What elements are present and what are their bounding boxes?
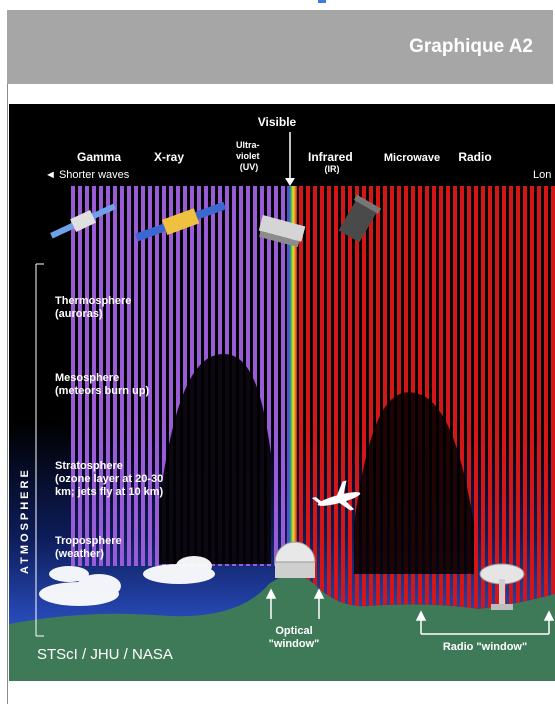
red-stripe [299, 186, 303, 626]
layer-label-thermosphere: Thermosphere(auroras) [55, 295, 131, 320]
red-stripe [446, 186, 450, 626]
band-label-ir: Infrared (IR) [308, 150, 356, 174]
red-stripe [334, 186, 338, 626]
purple-stripe [253, 186, 257, 566]
red-stripe [355, 186, 359, 626]
radio-window-label: Radio "window" [443, 641, 527, 653]
red-stripe [509, 186, 513, 626]
red-stripe [320, 186, 324, 626]
purple-stripe [267, 186, 271, 566]
red-stripe [348, 186, 352, 626]
red-stripe [439, 186, 443, 626]
red-stripe [495, 186, 499, 626]
purple-stripe [141, 186, 145, 566]
visible-band [287, 186, 297, 626]
figure-canvas: Visible Gamma X-ray Ultra- violet (UV) I… [9, 104, 555, 681]
purple-stripe [169, 186, 173, 566]
purple-stripe [113, 186, 117, 566]
red-stripe [551, 186, 555, 626]
band-label-microwave: Microwave [384, 152, 440, 164]
shorter-waves-label: ◄ Shorter waves [45, 169, 130, 181]
absorption-shadow-uv [159, 354, 271, 564]
red-stripe [516, 186, 520, 626]
atmosphere-label: ATMOSPHERE [19, 467, 31, 574]
red-stripe [369, 186, 373, 626]
purple-stripe [162, 186, 166, 566]
purple-stripe [274, 186, 278, 566]
purple-stripe [71, 186, 75, 566]
clouds [39, 556, 215, 606]
band-label-xray: X-ray [154, 150, 184, 164]
purple-stripe [134, 186, 138, 566]
red-stripe [327, 186, 331, 626]
band-label-uv: Ultra- violet (UV) [236, 140, 262, 172]
red-stripe [502, 186, 506, 626]
purple-stripe [78, 186, 82, 566]
red-stripe [306, 186, 310, 626]
red-stripe [362, 186, 366, 626]
ir-telescope-icon [338, 194, 382, 243]
red-stripe [341, 186, 345, 626]
spectrum-atmosphere-figure: Visible Gamma X-ray Ultra- violet (UV) I… [9, 104, 555, 681]
purple-stripe [99, 186, 103, 566]
purple-stripe [260, 186, 264, 566]
layer-label-mesosphere: Mesosphere(meteors burn up) [55, 372, 149, 397]
page-title: Graphique A2 [409, 36, 533, 57]
purple-stripe [106, 186, 110, 566]
optical-window-marker [265, 588, 325, 619]
purple-stripe [176, 186, 180, 566]
purple-stripe [92, 186, 96, 566]
red-stripe [376, 186, 380, 626]
purple-stripe [148, 186, 152, 566]
radio-dish-icon [479, 563, 525, 610]
airplane-icon [311, 480, 361, 511]
gamma-satellite-icon [50, 203, 117, 239]
image-credit: STScI / JHU / NASA [37, 646, 173, 663]
red-stripe [313, 186, 317, 626]
purple-stripe [183, 186, 187, 566]
uv-telescope-icon [258, 215, 306, 248]
red-stripe [488, 186, 492, 626]
band-label-gamma: Gamma [77, 150, 121, 164]
top-accent-mark [318, 0, 326, 3]
purple-stripe [155, 186, 159, 566]
optical-window-label: Optical"window" [269, 625, 320, 650]
observatory-icon [274, 541, 316, 578]
left-border-line [7, 84, 8, 704]
radio-window-marker [415, 610, 555, 635]
red-stripe [544, 186, 548, 626]
red-stripe [523, 186, 527, 626]
red-stripe [460, 186, 464, 626]
red-stripe [474, 186, 478, 626]
red-stripe [467, 186, 471, 626]
red-stripe [537, 186, 541, 626]
red-stripe [383, 186, 387, 626]
purple-stripe [85, 186, 89, 566]
red-stripe [481, 186, 485, 626]
red-stripe [530, 186, 534, 626]
absorption-shadow-ir [354, 392, 474, 574]
purple-stripe [120, 186, 124, 566]
longer-waves-label: Lon [533, 169, 551, 181]
band-label-radio: Radio [458, 150, 491, 164]
purple-stripe [127, 186, 131, 566]
visible-arrow-head [285, 178, 295, 186]
purple-stripe [281, 186, 285, 566]
ground [9, 575, 555, 681]
layer-label-troposphere: Troposphere(weather) [55, 535, 122, 560]
header-bar: Graphique A2 [7, 10, 553, 84]
red-stripe [453, 186, 457, 626]
xray-satellite-icon [135, 201, 227, 242]
visible-label: Visible [258, 115, 297, 129]
